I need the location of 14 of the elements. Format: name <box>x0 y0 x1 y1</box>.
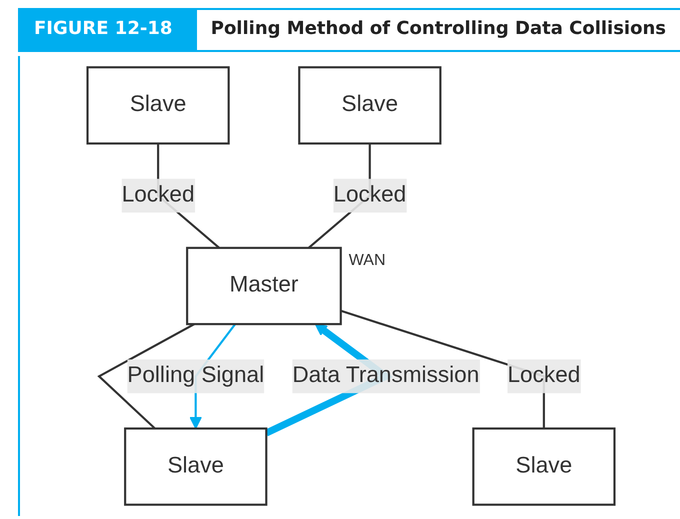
title: Polling Method of Controlling Data Collisions <box>210 17 667 41</box>
edge-label: Polling Signal <box>127 364 264 388</box>
node-box: Slave <box>472 427 616 506</box>
edge-label: Locked <box>333 182 406 207</box>
edge-label: Locked <box>508 364 580 388</box>
figure-number: FIGURE 12-18 <box>18 10 197 50</box>
node-box: Slave <box>124 427 268 506</box>
edge-label: Data Transmission <box>292 364 480 388</box>
node-box: Master <box>186 246 342 326</box>
node-box: Slave <box>298 66 442 145</box>
beside-text: WAN <box>348 252 386 270</box>
connector <box>97 323 195 430</box>
edge-label: Locked <box>122 182 194 207</box>
node-box: Slave <box>86 66 230 145</box>
